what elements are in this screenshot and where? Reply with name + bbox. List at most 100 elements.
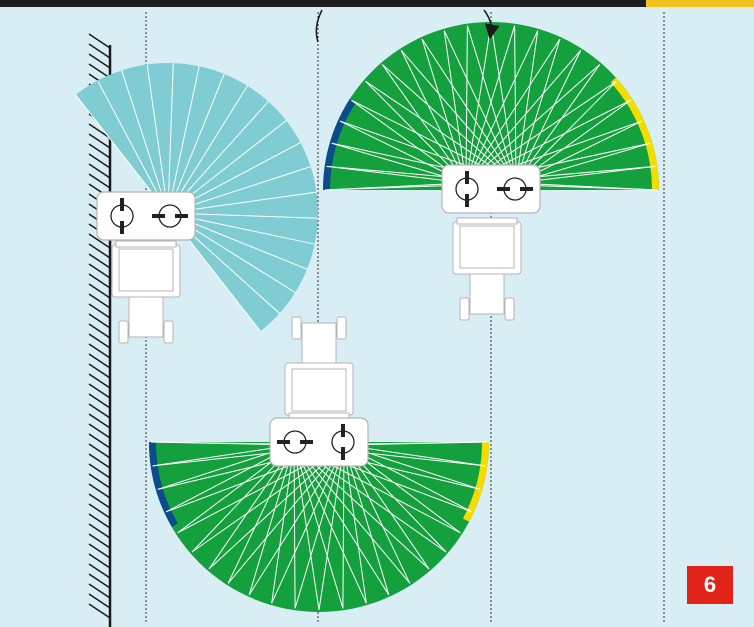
fan-ray	[294, 444, 345, 609]
wall-hatch	[88, 343, 111, 359]
disc-vane	[520, 187, 533, 191]
tractor-hood	[301, 322, 337, 364]
disc-vane	[300, 440, 313, 444]
fan-ray	[271, 444, 295, 604]
direction-arrows	[315, 9, 500, 43]
fan-ray	[443, 30, 517, 184]
wall-hatch	[88, 543, 111, 559]
top-bar	[0, 0, 754, 7]
tractor-roof	[118, 248, 174, 292]
overlap-band-left	[149, 442, 178, 527]
turn-arrow-icon	[315, 9, 323, 43]
wall-hatch	[88, 513, 111, 529]
fan-ray	[293, 444, 390, 596]
wall-hatch	[88, 463, 111, 479]
fan-ray	[271, 444, 345, 604]
tractor-hood	[128, 296, 164, 338]
wall-hatch	[88, 533, 111, 549]
tractor-wheel	[459, 297, 470, 321]
fan-ray	[343, 444, 390, 595]
border-fan-ray	[121, 70, 169, 214]
border-fan-ray	[146, 64, 169, 214]
wall-hatch	[88, 143, 111, 159]
wall-hatch	[88, 153, 111, 169]
spreader-disc-icon	[455, 171, 479, 207]
border-fan-body	[75, 63, 318, 332]
wall-hatch	[88, 303, 111, 319]
disc-vane	[152, 214, 165, 218]
wall-hatch	[88, 273, 111, 289]
spreader-disc-icon	[110, 198, 134, 234]
tractors	[111, 217, 522, 420]
wall-hatch	[88, 483, 111, 499]
disc-vane	[465, 194, 469, 207]
wall-hatch	[88, 413, 111, 429]
wall-hatch	[88, 573, 111, 589]
top-spreading-pattern	[323, 22, 659, 191]
spreader-disc-icon	[331, 424, 355, 460]
figure-number-badge: 6	[687, 566, 733, 604]
fan-ray	[227, 444, 345, 584]
fan-ray	[514, 25, 517, 184]
wall-hatch	[88, 603, 111, 619]
disc-vane	[497, 187, 510, 191]
spreader-disc-icon	[152, 204, 188, 228]
wall-hatch	[88, 393, 111, 409]
wall-hatch	[88, 373, 111, 389]
wall-hatch	[88, 53, 111, 69]
fan-ray	[318, 444, 345, 611]
fan-ray	[515, 38, 561, 184]
disc-vane	[341, 447, 345, 460]
wall-hatch	[88, 453, 111, 469]
spreader-unit	[96, 191, 196, 241]
wall-hatch	[88, 63, 111, 79]
wall-hatch	[88, 593, 111, 609]
fan-ray	[465, 25, 468, 184]
wall-hatch	[88, 233, 111, 249]
tractor-icon	[284, 316, 354, 420]
fan-ray	[381, 64, 467, 184]
tractor-roof	[291, 368, 347, 412]
overlap-band-right	[462, 442, 489, 522]
border-fan-ray	[167, 66, 200, 214]
fan-ray	[465, 50, 582, 184]
spreader-disc-icon	[277, 430, 313, 454]
tractor-wheel	[118, 320, 129, 344]
wall-hatch	[88, 433, 111, 449]
wall-hatch	[88, 283, 111, 299]
wall-hatch	[88, 333, 111, 349]
tractor-wheel	[291, 316, 302, 340]
wall-hatch	[88, 243, 111, 259]
tractor-icon	[111, 240, 181, 344]
wall-hatch	[88, 133, 111, 149]
fan-ray	[421, 38, 467, 184]
border-fan-ray	[167, 73, 225, 214]
wall-hatch	[88, 33, 111, 49]
fan-ray	[248, 444, 345, 596]
tractor-wheel	[336, 316, 347, 340]
fan-ray	[342, 444, 345, 609]
top-right-accent	[646, 0, 754, 7]
wall-hatch	[88, 173, 111, 189]
tractor-wheel	[163, 320, 174, 344]
disc-vane	[465, 171, 469, 184]
wall-hatch	[88, 313, 111, 329]
fan-ray	[293, 444, 411, 584]
wall-hatch	[88, 583, 111, 599]
fan-ray	[400, 50, 517, 184]
wall-hatch	[88, 43, 111, 59]
wall-hatch	[88, 563, 111, 579]
fan-ray	[421, 38, 517, 184]
fan-ray	[515, 30, 539, 184]
spreaders	[96, 164, 541, 467]
fan-ray	[515, 64, 601, 184]
wall-hatch	[88, 493, 111, 509]
spreader-unit	[269, 417, 369, 467]
wall-hatch	[88, 423, 111, 439]
wall-hatch	[88, 523, 111, 539]
wall-hatch	[88, 443, 111, 459]
fan-ray	[343, 444, 411, 584]
fan-ray	[381, 64, 517, 184]
border-fan-ray	[97, 80, 169, 214]
